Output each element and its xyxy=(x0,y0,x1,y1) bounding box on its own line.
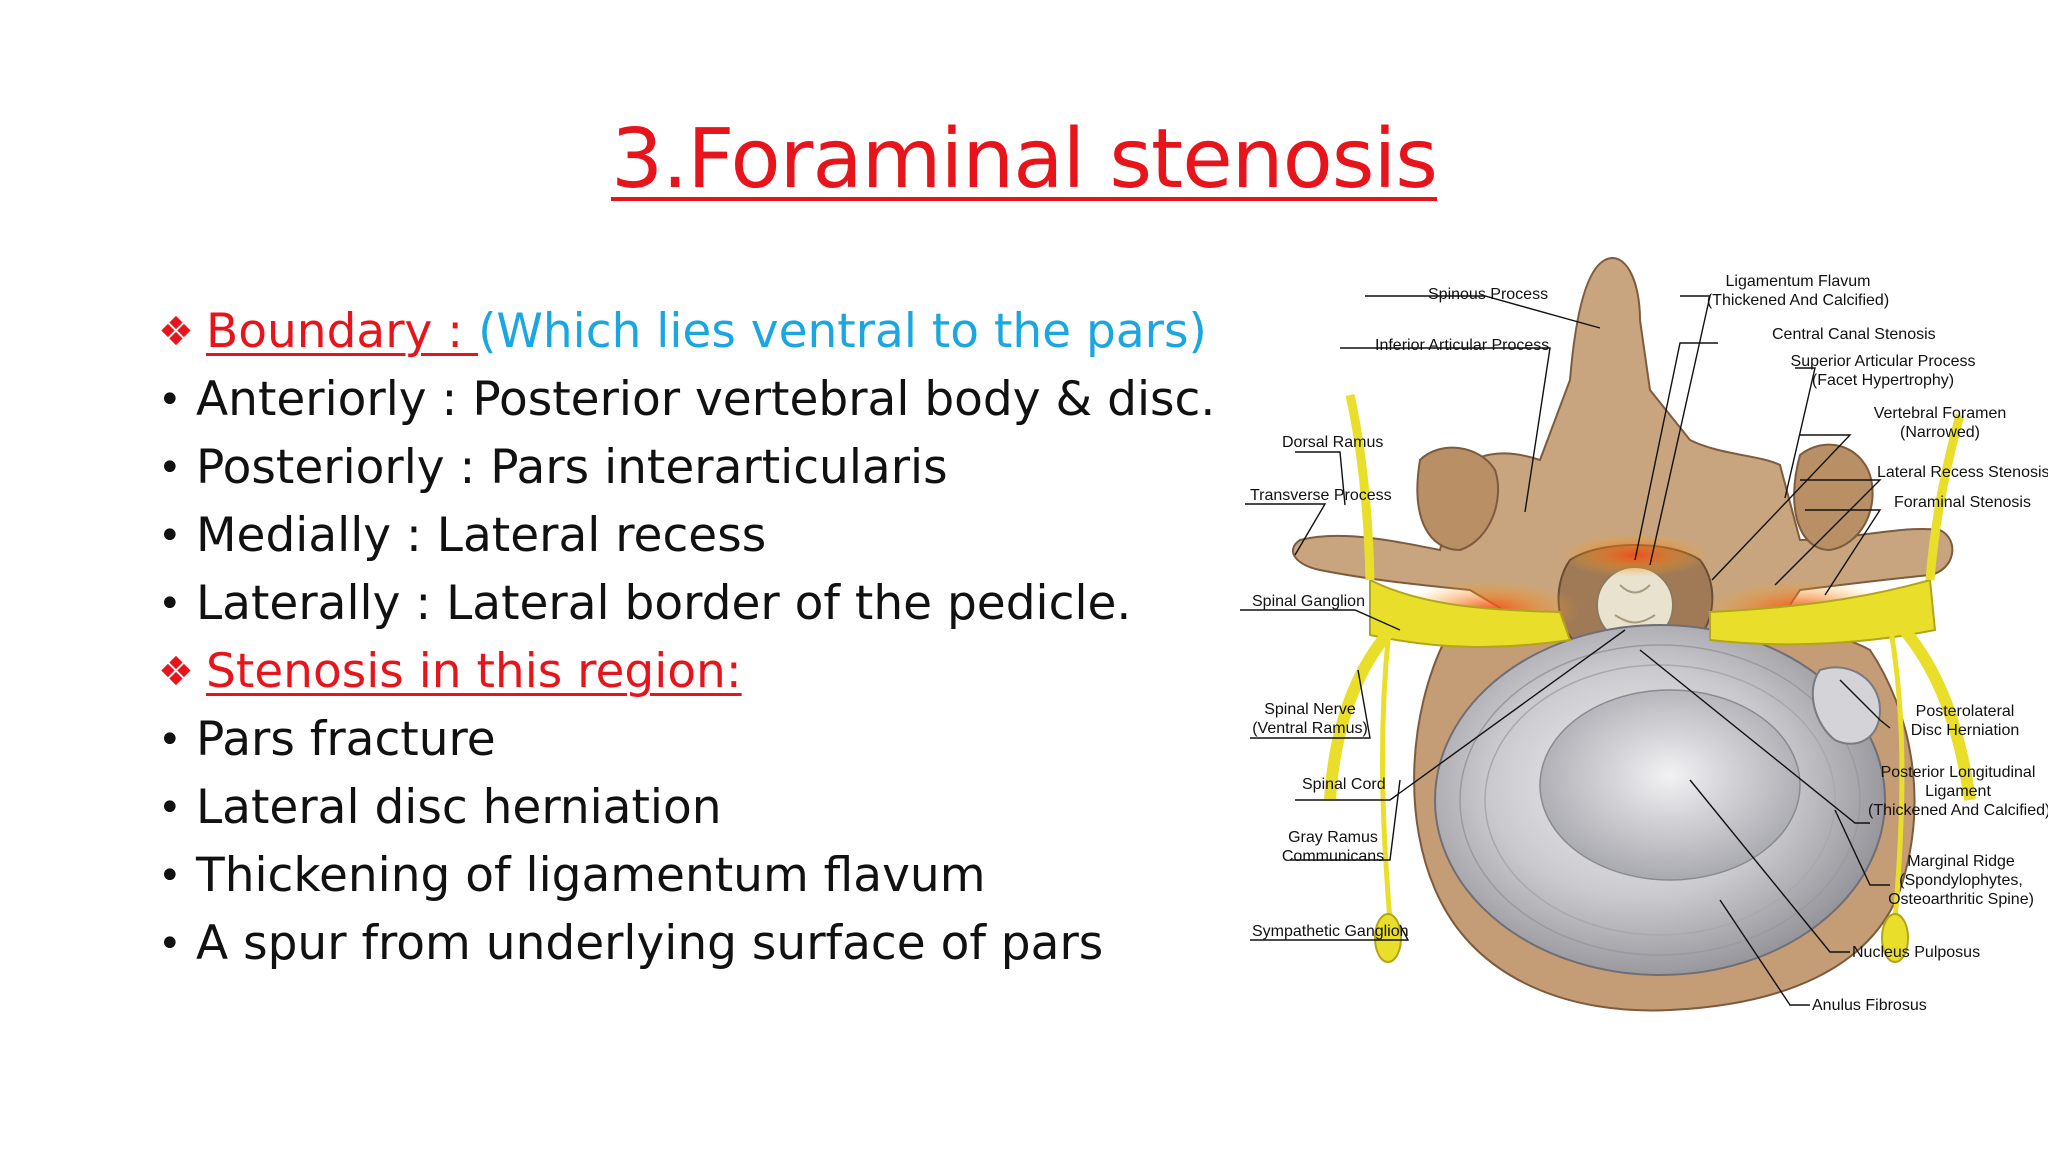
list-item: A spur from underlying surface of pars xyxy=(158,910,1218,978)
label-spinal-ganglion: Spinal Ganglion xyxy=(1252,593,1365,610)
label-ligamentum-flavum-line-2: (Thickened And Calcified) xyxy=(1706,292,1890,309)
diamond-bullet-icon: ❖ xyxy=(158,309,194,355)
label-gray-ramus: Gray Ramus Communicans xyxy=(1278,828,1388,866)
label-transverse-process: Transverse Process xyxy=(1250,487,1392,504)
label-nucleus-pulposus: Nucleus Pulposus xyxy=(1852,944,1981,961)
nucleus-pulposus xyxy=(1539,689,1801,881)
label-spinal-nerve: Spinal Nerve (Ventral Ramus) xyxy=(1245,700,1375,738)
list-item: Pars fracture xyxy=(158,706,1218,774)
label-superior-articular-line-1: Superior Articular Process xyxy=(1790,353,1976,370)
label-gray-ramus-line-1: Gray Ramus xyxy=(1288,829,1378,846)
label-vertebral-foramen: Vertebral Foramen (Narrowed) xyxy=(1860,404,2020,442)
leader-lines xyxy=(1240,295,1891,1006)
gray-ramus-right xyxy=(1887,624,1905,921)
sympathetic-ganglion-left xyxy=(1374,913,1402,963)
boundary-heading-line: ❖ Boundary : (Which lies ventral to the … xyxy=(158,298,1218,366)
slide-title: 3.Foraminal stenosis xyxy=(0,112,2048,207)
label-marginal-ridge-line-3: Osteoarthritic Spine) xyxy=(1888,891,2034,908)
list-item: Posteriorly : Pars interarticularis xyxy=(158,434,1218,502)
diamond-bullet-icon: ❖ xyxy=(158,649,194,695)
boundary-heading: Boundary : xyxy=(206,304,479,359)
ventral-ramus-right xyxy=(1895,621,1976,801)
label-ligamentum-flavum: Ligamentum Flavum (Thickened And Calcifi… xyxy=(1698,272,1898,310)
list-item: Thickening of ligamentum flavum xyxy=(158,842,1218,910)
spine-anatomy-diagram: Spinous Process Inferior Articular Proce… xyxy=(1240,240,2048,1040)
disc-herniation xyxy=(1811,666,1882,745)
label-superior-articular-line-2: (Facet Hypertrophy) xyxy=(1811,372,1955,389)
label-gray-ramus-line-2: Communicans xyxy=(1281,848,1385,865)
label-spinal-nerve-line-2: (Ventral Ramus) xyxy=(1252,720,1368,737)
text-content: ❖ Boundary : (Which lies ventral to the … xyxy=(158,298,1218,978)
left-facet xyxy=(1416,446,1500,552)
label-pll-line-2: Ligament xyxy=(1925,783,1991,800)
label-spinal-nerve-line-1: Spinal Nerve xyxy=(1264,701,1356,718)
right-facet xyxy=(1793,443,1874,552)
label-spinous-process: Spinous Process xyxy=(1428,286,1549,303)
label-marginal-ridge-line-1: Marginal Ridge xyxy=(1907,853,2015,870)
slide-title-text: 3.Foraminal stenosis xyxy=(610,112,1438,207)
boundary-note: (Which lies ventral to the pars) xyxy=(478,304,1207,359)
nerve-right xyxy=(1709,578,1937,646)
inflammation-center xyxy=(1560,533,1710,577)
label-ligamentum-flavum-line-1: Ligamentum Flavum xyxy=(1725,273,1871,290)
label-sympathetic-ganglion: Sympathetic Ganglion xyxy=(1252,923,1409,940)
label-marginal-ridge: Marginal Ridge (Spondylophytes, Osteoart… xyxy=(1876,852,2046,909)
label-foraminal-stenosis: Foraminal Stenosis xyxy=(1894,494,2031,511)
stenosis-heading-line: ❖ Stenosis in this region: xyxy=(158,638,1218,706)
sympathetic-ganglion-right xyxy=(1881,913,1909,963)
label-posterior-longitudinal-ligament: Posterior Longitudinal Ligament (Thicken… xyxy=(1868,763,2048,820)
label-superior-articular-process: Superior Articular Process (Facet Hypert… xyxy=(1788,352,1978,390)
label-posterolateral-herniation: Posterolateral Disc Herniation xyxy=(1890,702,2040,740)
label-pll-line-1: Posterior Longitudinal xyxy=(1880,764,2036,781)
label-posterolateral-line-1: Posterolateral xyxy=(1915,703,2015,720)
dorsal-ramus-left xyxy=(1345,394,1375,581)
label-posterolateral-line-2: Disc Herniation xyxy=(1910,722,2020,739)
label-marginal-ridge-line-2: (Spondylophytes, xyxy=(1899,872,2023,889)
nerve-left xyxy=(1369,578,1572,648)
label-inferior-articular-process: Inferior Articular Process xyxy=(1375,337,1550,354)
stenosis-heading: Stenosis in this region: xyxy=(206,644,742,699)
list-item: Medially : Lateral recess xyxy=(158,502,1218,570)
label-vertebral-foramen-line-2: (Narrowed) xyxy=(1899,424,1980,441)
label-central-canal-stenosis: Central Canal Stenosis xyxy=(1772,326,1936,343)
label-spinal-cord: Spinal Cord xyxy=(1302,776,1386,793)
list-item: Laterally : Lateral border of the pedicl… xyxy=(158,570,1218,638)
list-item: Lateral disc herniation xyxy=(158,774,1218,842)
dorsal-ramus-right xyxy=(1925,413,1965,581)
vertebra-illustration xyxy=(1240,257,1976,1012)
list-item: Anteriorly : Posterior vertebral body & … xyxy=(158,366,1218,434)
label-vertebral-foramen-line-1: Vertebral Foramen xyxy=(1873,405,2007,422)
label-dorsal-ramus: Dorsal Ramus xyxy=(1282,434,1384,451)
label-pll-line-3: (Thickened And Calcified) xyxy=(1868,802,2048,819)
label-lateral-recess-stenosis: Lateral Recess Stenosis xyxy=(1877,464,2048,481)
label-anulus-fibrosus: Anulus Fibrosus xyxy=(1812,997,1927,1014)
gray-ramus-left xyxy=(1380,619,1393,921)
